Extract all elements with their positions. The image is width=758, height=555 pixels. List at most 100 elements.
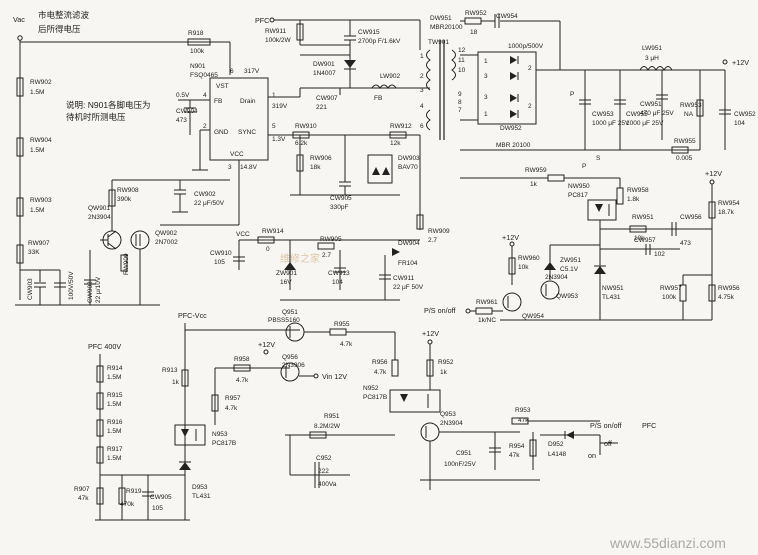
- rw961-val: 1k/NC: [478, 317, 496, 324]
- n953-val: PC817B: [212, 440, 236, 447]
- ts10: 10: [458, 67, 466, 74]
- rw909-resistor: [416, 214, 424, 230]
- lw951-ref: LW951: [642, 45, 662, 52]
- n901-v-drain: 319V: [272, 103, 288, 110]
- rw910-resistor: [292, 131, 310, 139]
- n901-pin-sync: SYNC: [238, 129, 256, 136]
- r919-ref: R919: [126, 488, 142, 495]
- nw951-ref: NW951: [602, 285, 624, 292]
- vac-input: Vac 市电整流滤波 后所得电压: [13, 10, 90, 41]
- watermark-overlay: 维修之家: [280, 252, 320, 265]
- rw959-ref: RW959: [525, 167, 547, 174]
- p-mark-2: P: [582, 163, 586, 170]
- qw954-transistor: [502, 292, 522, 312]
- r913-ref: R913: [162, 367, 178, 374]
- c952-ref: C952: [316, 455, 332, 462]
- ts8: 8: [458, 99, 462, 106]
- lw951-inductor: [639, 66, 673, 72]
- cw911-ref: CW911: [393, 275, 415, 282]
- d-p3b: 3: [484, 94, 488, 101]
- dw903-val: BAV70: [398, 164, 418, 171]
- rw953-resistor: [696, 99, 704, 117]
- rw909-val: 2.7: [428, 237, 437, 244]
- zw901-ref: ZW901: [276, 270, 297, 277]
- cw910-ref: CW910: [210, 250, 232, 257]
- cw953-val: 1000 μF 25V: [592, 120, 630, 127]
- lw951-val: 3 μH: [645, 55, 659, 62]
- rw909b-ref: RW909: [123, 253, 130, 275]
- rw958-resistor: [616, 187, 624, 205]
- zw901-zener: [284, 262, 296, 270]
- rw911-val: 100k/2W: [265, 37, 292, 44]
- rw905-val: 2.7: [322, 252, 331, 259]
- cw913-ref: CW913: [328, 270, 350, 277]
- cw905b-val: 105: [152, 505, 163, 512]
- cw957-ref: CW957: [634, 237, 656, 244]
- note-n901-2: 待机时所测电压: [66, 112, 126, 122]
- rw910-ref: RW910: [295, 123, 317, 130]
- rw961-ref: RW961: [476, 299, 498, 306]
- qw953-val: 2N3904: [545, 274, 568, 281]
- r914-val: 1.5M: [107, 374, 121, 381]
- n901-pn2: 2: [203, 123, 207, 130]
- rw954-ref: RW954: [718, 200, 740, 207]
- cw956-val: 473: [680, 240, 691, 247]
- dw903-diode: [367, 154, 393, 184]
- plus12v-c-label: +12V: [258, 340, 275, 349]
- r916-ref: R916: [107, 419, 123, 426]
- r958-ref: R958: [234, 356, 250, 363]
- d-p1: 1: [484, 58, 488, 65]
- n901-pn5: 5: [272, 123, 276, 130]
- rw956-ref: RW956: [718, 285, 740, 292]
- cw903b-val: 22 μ/10V: [95, 276, 102, 303]
- plus12v-d-label: +12V: [422, 329, 439, 338]
- q953-ref: Q953: [440, 411, 456, 418]
- dw904-diode: [392, 248, 400, 256]
- q956-ref: Q956: [282, 354, 298, 361]
- r953-ref: R953: [515, 407, 531, 414]
- nw950-optocoupler: [587, 199, 617, 221]
- rw911-resistor: [296, 23, 304, 41]
- rw952-resistor: [464, 17, 482, 25]
- n952-ref: N952: [363, 385, 379, 392]
- cw910-val: 105: [214, 259, 225, 266]
- r914-ref: R914: [107, 365, 123, 372]
- pfc-right-label: PFC: [642, 421, 656, 430]
- n952-optocoupler: [389, 389, 441, 413]
- r951-val: 8.2M/2W: [314, 423, 341, 430]
- cw955-ref: CW955: [626, 111, 648, 118]
- r958-val: 4.7k: [236, 377, 249, 384]
- rw908-resistor: [108, 189, 116, 207]
- r952-ref: R952: [438, 359, 454, 366]
- nw950-ref: NW950: [568, 183, 590, 190]
- rw914-ref: RW914: [262, 228, 284, 235]
- qw953-ref: QW953: [556, 293, 578, 300]
- p-mark: P: [570, 91, 574, 98]
- tp3: 3: [420, 87, 424, 94]
- zw951-ref: ZW951: [560, 257, 581, 264]
- rw957-ref: RW957: [660, 285, 682, 292]
- rw906-val: 18k: [310, 164, 321, 171]
- s-mark: S: [596, 155, 601, 162]
- nw951-tl431: [594, 266, 606, 274]
- rw952-ref: RW952: [465, 10, 487, 17]
- r916-resistor: [96, 419, 104, 437]
- rw903-val: 1.5M: [30, 207, 44, 214]
- rw958-val: 1.8k: [627, 196, 640, 203]
- r913-resistor: [181, 369, 189, 387]
- rw961-resistor: [475, 307, 493, 315]
- lw902-val: FB: [374, 95, 382, 102]
- n901-pin-drain: Drain: [240, 98, 256, 105]
- ps-onoff-left-label: P/S on/off: [424, 306, 455, 315]
- cw951-ref: CW951: [640, 101, 662, 108]
- zw901-val: 16V: [280, 279, 292, 286]
- n901-pn3: 3: [228, 164, 232, 171]
- d-p3: 3: [484, 73, 488, 80]
- watermark-site: www.55dianzi.com: [609, 535, 726, 551]
- dw904-val: FR104: [398, 260, 418, 267]
- cw915-val: 2700p F/1.6kV: [358, 38, 401, 45]
- r907-val: 47k: [78, 495, 89, 502]
- r918-resistor: [187, 38, 211, 46]
- vac-label: Vac: [13, 15, 25, 24]
